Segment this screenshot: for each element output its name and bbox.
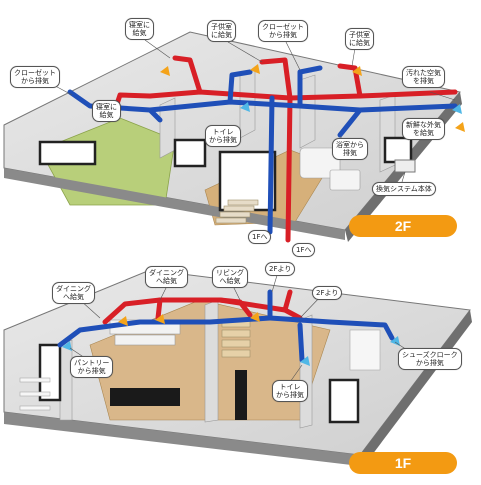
floor-2-badge: 2F <box>349 215 457 237</box>
callout-child-supply-2: 子供室 に給気 <box>345 28 374 50</box>
floor1-exhaust-duct-main <box>57 289 273 348</box>
callout-from-2f-a: 2Fより <box>265 262 296 276</box>
callout-bedroom-supply-top: 寝室に 給気 <box>125 18 154 40</box>
callout-to-1f-b: 1Fへ <box>292 243 316 257</box>
floor2-system-unit <box>394 159 416 173</box>
floor-1-badge: 1F <box>349 452 457 474</box>
callout-closet-exhaust-right: クローゼット から排気 <box>258 20 308 42</box>
callout-from-2f-b: 2Fより <box>312 286 343 300</box>
callout-child-supply-1: 子供室 に給気 <box>207 20 236 42</box>
callout-bedroom-supply: 寝室に 給気 <box>92 100 121 122</box>
callout-shoe-closet-exhaust: シューズクローク から排気 <box>398 348 462 370</box>
callout-living-supply: リビング へ給気 <box>212 266 248 288</box>
floor1-supply-duct-main <box>102 289 293 325</box>
callout-fresh-air: 新鮮な外気 を給気 <box>402 118 445 140</box>
callout-toilet-exhaust: トイレ から排気 <box>205 125 241 147</box>
callout-to-1f-a: 1Fへ <box>248 230 272 244</box>
floor1-front-wall <box>4 412 360 466</box>
callout-dining-supply-2: ダイニング へ給気 <box>145 266 188 288</box>
callout-closet-exhaust-left: クローゼット から排気 <box>10 66 60 88</box>
callout-pantry-exhaust: パントリー から排気 <box>70 356 114 378</box>
callout-system-unit: 換気システム本体 <box>372 182 436 196</box>
callout-dirty-air: 汚れた空気 を排気 <box>402 66 445 88</box>
callout-toilet-exhaust-1f: トイレ から排気 <box>272 380 308 402</box>
callout-washroom-exhaust: 浴室から 排気 <box>332 138 368 160</box>
floor2-front-wall <box>4 168 345 240</box>
callout-dining-supply-1: ダイニング へ給気 <box>52 282 95 304</box>
